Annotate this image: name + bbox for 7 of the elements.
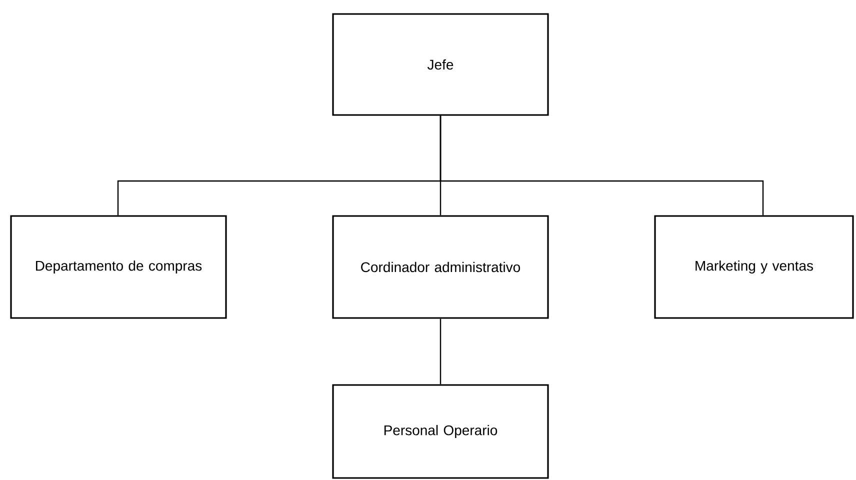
org-box: Cordinador administrativo [332,215,549,319]
org-box: Personal Operario [332,384,549,479]
connector-line [440,318,442,384]
org-box: Departamento de compras [10,215,227,319]
org-box: Jefe [332,13,549,116]
org-box: Marketing y ventas [654,215,854,319]
connector-line [440,116,764,216]
